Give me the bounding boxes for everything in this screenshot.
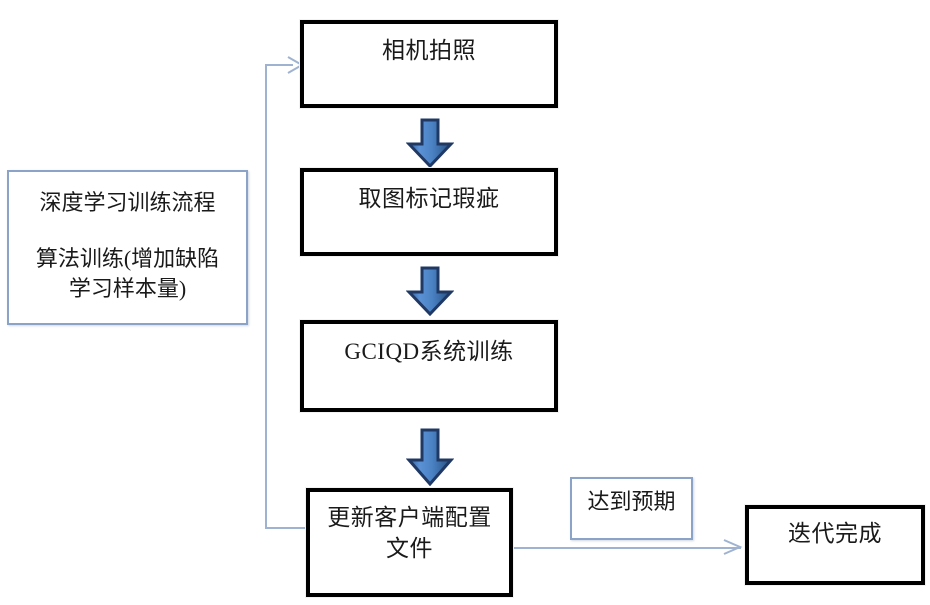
process-box-capture-and-mark-defects-label: 取图标记瑕疵 xyxy=(358,186,500,211)
feedback-loop-top-segment xyxy=(265,64,293,66)
condition-label-text: 达到预期 xyxy=(587,489,676,514)
process-box-gciqd-system-training[interactable]: GCIQD系统训练 xyxy=(299,319,559,413)
to-result-line xyxy=(513,547,741,549)
down-arrow-icon-1 xyxy=(406,118,454,168)
result-box-iteration-complete-label: 迭代完成 xyxy=(788,521,882,546)
down-arrow-icon-3 xyxy=(406,428,454,486)
process-box-update-client-config[interactable]: 更新客户端配置 文件 xyxy=(305,487,514,598)
process-box-camera-capture-label: 相机拍照 xyxy=(382,38,476,63)
feedback-loop-bottom-segment xyxy=(265,527,307,529)
process-box-camera-capture[interactable]: 相机拍照 xyxy=(299,19,559,109)
to-result-arrowhead xyxy=(723,539,743,555)
condition-label-box: 达到预期 xyxy=(570,477,693,540)
process-box-capture-and-mark-defects[interactable]: 取图标记瑕疵 xyxy=(299,167,559,257)
note-line-1: 深度学习训练流程 xyxy=(39,190,216,215)
training-note-box: 深度学习训练流程 算法训练(增加缺陷 学习样本量) xyxy=(7,170,248,325)
down-arrow-icon-2 xyxy=(406,266,454,316)
process-box-gciqd-system-training-label: GCIQD系统训练 xyxy=(344,339,514,364)
process-box-update-client-config-label: 更新客户端配置 文件 xyxy=(327,505,492,561)
feedback-loop-vertical-segment xyxy=(265,64,267,529)
note-line-2: 算法训练(增加缺陷 学习样本量) xyxy=(35,246,220,301)
result-box-iteration-complete[interactable]: 迭代完成 xyxy=(744,504,926,586)
